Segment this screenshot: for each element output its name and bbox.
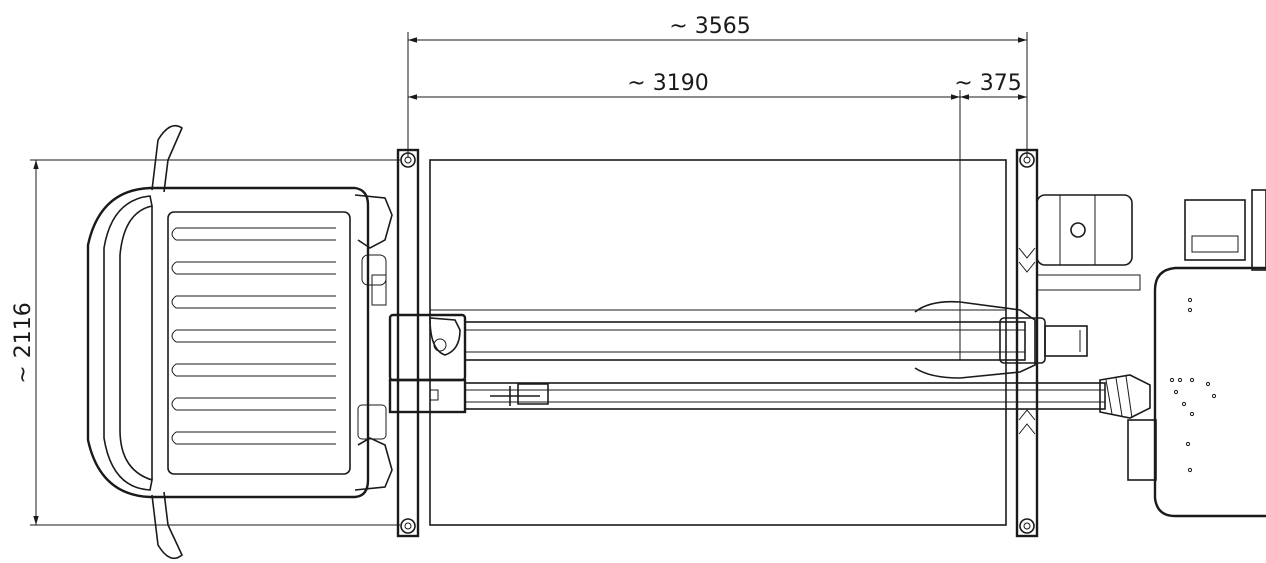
dimension-offset: ~ 375	[954, 71, 1027, 100]
crane-boom	[388, 300, 1151, 419]
cab-roof-ribs	[171, 227, 336, 445]
cab-rear-equipment	[354, 194, 393, 491]
front-outrigger	[396, 148, 420, 538]
extension-lines	[30, 32, 1028, 526]
dimension-width: ~ 2116	[11, 160, 39, 525]
dimension-offset-label: ~ 375	[954, 71, 1021, 96]
truck-cab	[86, 124, 370, 560]
rear-tool-box	[1184, 189, 1266, 271]
rear-platform	[1127, 266, 1266, 518]
dimension-width-label: ~ 2116	[11, 302, 36, 383]
rear-fuel-tank	[1036, 194, 1141, 291]
dimension-overall-length: ~ 3565	[408, 14, 1027, 43]
rear-outrigger	[1015, 148, 1039, 538]
dimension-overall-length-label: ~ 3565	[669, 14, 750, 39]
dimension-body-length: ~ 3190	[408, 71, 960, 100]
dimension-body-length-label: ~ 3190	[627, 71, 708, 96]
cargo-body	[429, 159, 1007, 526]
